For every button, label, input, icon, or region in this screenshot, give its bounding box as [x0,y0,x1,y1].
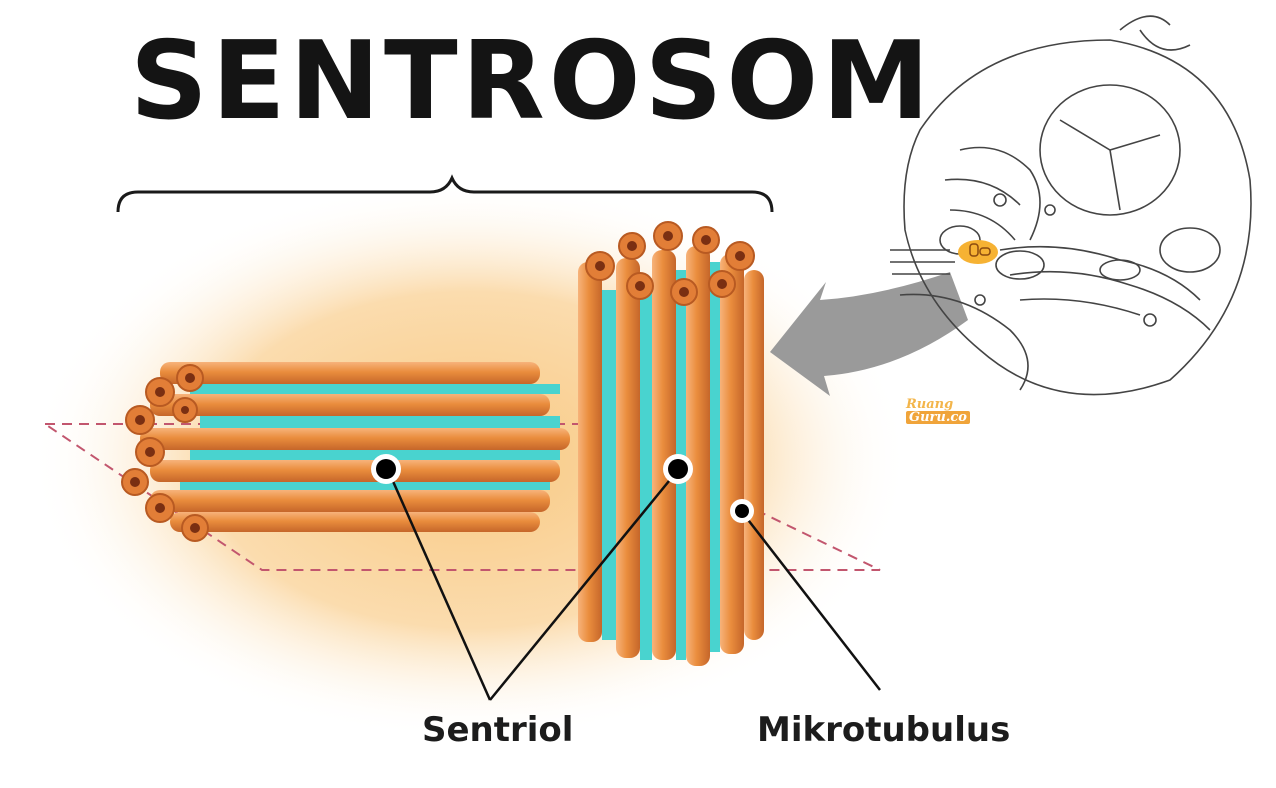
centrosome-bracket [116,174,774,213]
cell-sketch [890,15,1252,396]
sentriol-label: Sentriol [422,710,574,750]
label-leaders [386,469,881,701]
watermark-logo: Ruang Guru.co [906,398,970,424]
horizontal-centriole [121,362,570,542]
watermark-line-1: Ruang [906,397,954,412]
watermark-line-2: Guru.co [906,411,970,424]
mikrotubulus-label: Mikrotubulus [757,710,1011,750]
label-dots [371,454,754,523]
page-title: SENTROSOM [130,19,934,144]
pointer-arrow [770,272,968,396]
